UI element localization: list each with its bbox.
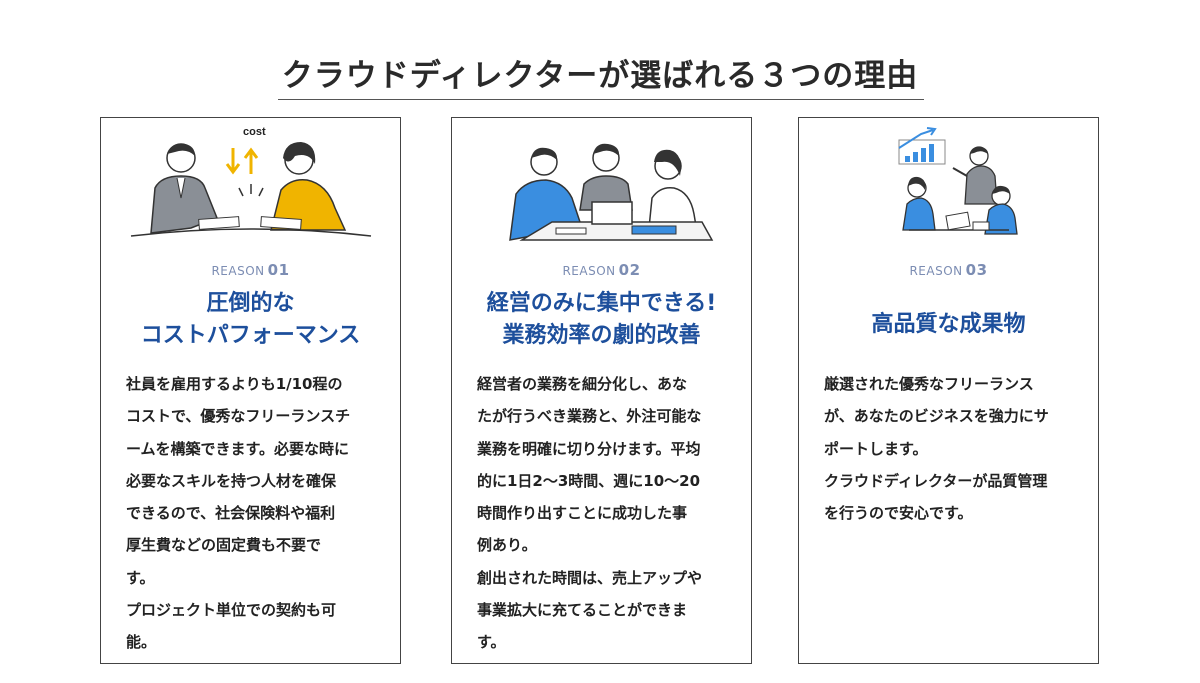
card-heading-3: 高品質な成果物 [799, 309, 1098, 341]
body-line: が、あなたのビジネスを強力にサ [824, 407, 1049, 426]
body-line: 経営者の業務を細分化し、あな [477, 375, 688, 393]
body-line: 例あり。 [477, 536, 537, 555]
heading-line: 高品質な成果物 [871, 312, 1026, 337]
reason-text: REASON [211, 264, 265, 278]
body-line: クラウドディレクターが品質管理 [824, 471, 1048, 490]
cost-label: cost [243, 126, 266, 138]
heading-line: コストパフォーマンス [140, 323, 361, 348]
title-divider [278, 99, 924, 100]
reason-number: 01 [267, 261, 290, 279]
body-line: プロジェクト単位での契約も可 [126, 601, 337, 620]
body-line: す。 [126, 568, 155, 587]
body-line: 厳選された優秀なフリーランス [824, 375, 1034, 393]
card-heading-2: 経営のみに集中できる! 業務効率の劇的改善 [452, 288, 751, 352]
body-line: 的に1日2～3時間、週に10～20 [477, 471, 701, 490]
body-line: コストで、優秀なフリーランスチ [126, 407, 351, 426]
body-line: す。 [477, 633, 506, 652]
card-body-2: 経営者の業務を細分化し、あな たが行うべき業務と、外注可能な 業務を明確に切り分… [477, 368, 729, 659]
reason-text: REASON [909, 264, 963, 278]
body-line: を行うので安心です。 [824, 504, 973, 523]
business-meeting-cost-icon: cost [101, 118, 400, 248]
card-body-1: 社員を雇用するよりも1/10程の コストで、優秀なフリーランスチ ームを構築でき… [126, 368, 378, 659]
card-body-3: 厳選された優秀なフリーランス が、あなたのビジネスを強力にサ ポートします。 ク… [824, 368, 1076, 529]
body-line: 創出された時間は、売上アップや [477, 568, 703, 587]
team-meeting-icon [452, 118, 751, 248]
reason-number: 03 [965, 261, 988, 279]
body-line: たが行うべき業務と、外注可能な [477, 407, 702, 426]
body-line: 能。 [126, 633, 157, 652]
body-line: 厚生費などの固定費も不要で [126, 536, 322, 555]
heading-line: 業務効率の劇的改善 [502, 323, 701, 348]
page-title: クラウドディレクターが選ばれる３つの理由 [281, 58, 919, 94]
body-line: できるので、社会保険料や福利 [126, 504, 336, 523]
body-line: 必要なスキルを持つ人材を確保 [126, 471, 337, 490]
reason-text: REASON [562, 264, 616, 278]
heading-line: 圧倒的な [206, 291, 295, 316]
body-line: ームを構築できます。必要な時に [126, 439, 350, 458]
body-line: 社員を雇用するよりも1/10程の [126, 375, 343, 393]
body-line: 事業拡大に充てることができま [477, 601, 688, 620]
heading-line: 経営のみに集中できる! [486, 291, 717, 316]
card-heading-1: 圧倒的な コストパフォーマンス [101, 288, 400, 352]
body-line: ポートします。 [824, 439, 928, 458]
body-line: 業務を明確に切り分けます。平均 [477, 439, 701, 458]
reason-number: 02 [618, 261, 641, 279]
body-line: 時間作り出すことに成功した事 [477, 504, 688, 523]
presentation-chart-icon [799, 118, 1098, 248]
